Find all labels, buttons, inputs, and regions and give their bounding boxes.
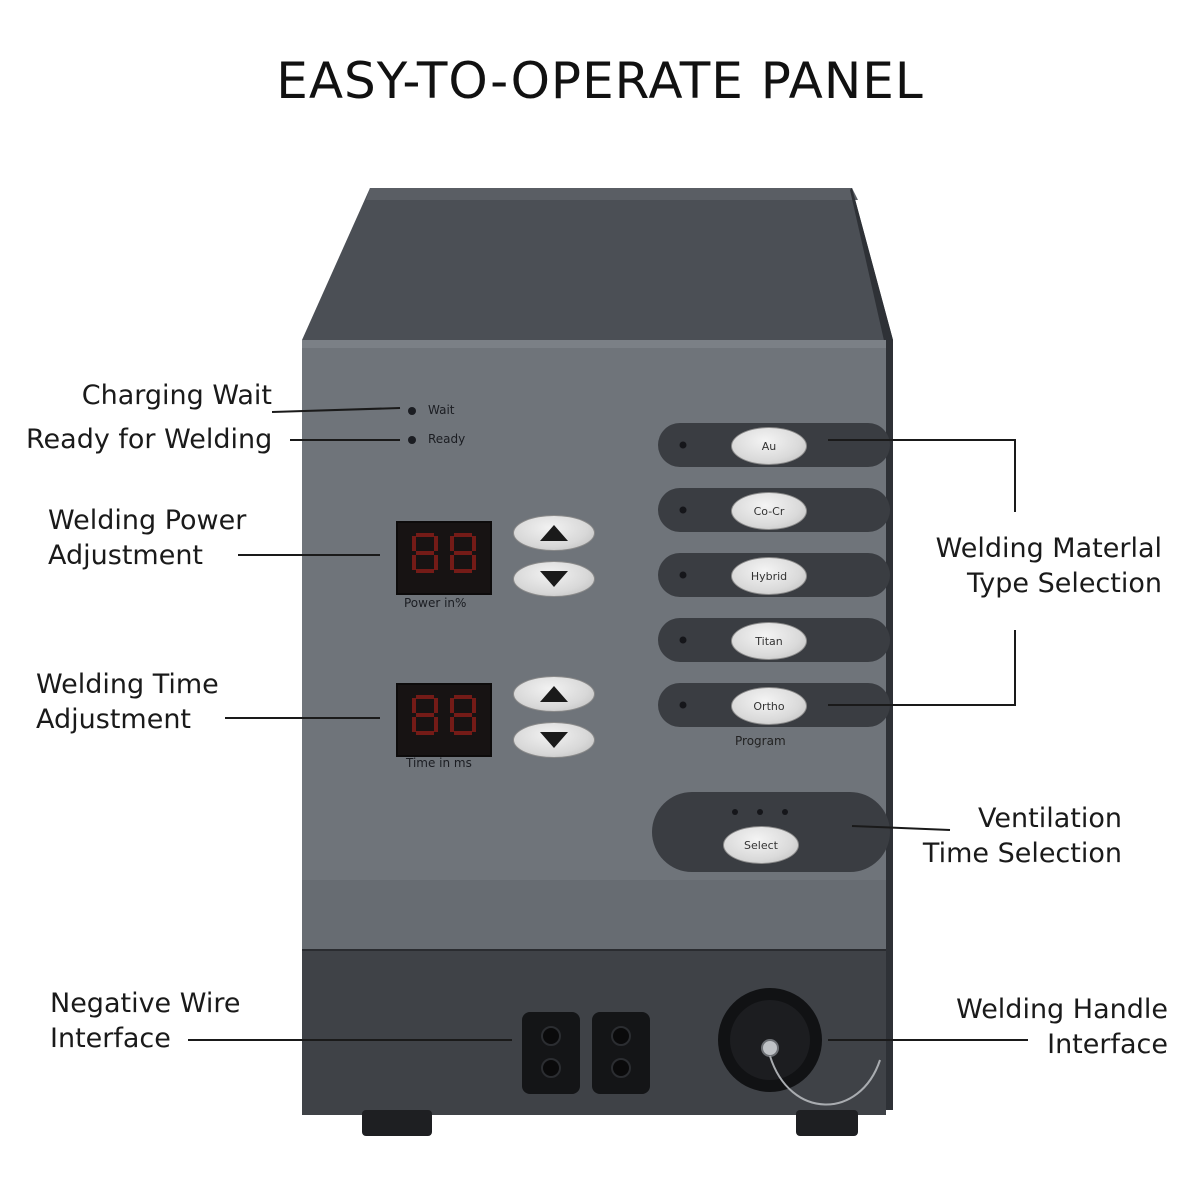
program-label: Program (735, 734, 786, 748)
triangle-up-icon (540, 525, 568, 541)
callout-material-line2: Type Selection (966, 568, 1162, 599)
time-up-button[interactable] (513, 676, 595, 712)
callout-ventilation-line2: Time Selection (922, 838, 1122, 869)
callout-material-line1: Welding Materlal (935, 533, 1162, 564)
power-display (396, 521, 492, 595)
callout-time-line1: Welding Time (36, 669, 219, 700)
callout-power-line2: Adjustment (48, 540, 204, 571)
callout-handle-line2: Interface (1047, 1029, 1168, 1060)
cabinet-side (850, 188, 893, 1110)
callout-time-adjustment: Welding Time Adjustment (36, 667, 219, 737)
handle-connector (718, 988, 881, 1106)
callout-ventilation-line1: Ventilation (978, 803, 1122, 834)
callout-negative-line2: Interface (50, 1023, 171, 1054)
negative-socket-2 (592, 1012, 650, 1094)
callout-ready-for-welding: Ready for Welding (26, 424, 273, 455)
callout-time-line2: Adjustment (36, 704, 192, 735)
material-hybrid-button[interactable]: Hybrid (731, 557, 807, 595)
material-co-cr-button[interactable]: Co-Cr (731, 492, 807, 530)
callout-power-adjustment: Welding Power Adjustment (48, 503, 246, 573)
callout-welding-handle: Welding Handle Interface (920, 992, 1168, 1062)
callout-negative-line1: Negative Wire (50, 988, 241, 1019)
material-ortho-button[interactable]: Ortho (731, 687, 807, 725)
triangle-up-icon (540, 686, 568, 702)
foot-right (796, 1110, 858, 1136)
material-titan-button[interactable]: Titan (731, 622, 807, 660)
callout-handle-line1: Welding Handle (956, 994, 1168, 1025)
cabinet-top (302, 188, 893, 340)
power-up-button[interactable] (513, 515, 595, 551)
callout-negative-wire: Negative Wire Interface (50, 986, 240, 1056)
material-au-button[interactable]: Au (731, 427, 807, 465)
negative-socket-1 (522, 1012, 580, 1094)
leader-lines (188, 407, 1028, 1041)
material-leds (679, 441, 788, 815)
callout-charging-wait: Charging Wait (81, 380, 272, 411)
select-button[interactable]: Select (723, 826, 799, 864)
ready-label: Ready (428, 432, 466, 446)
time-unit-label: Time in ms (406, 756, 472, 770)
time-digit-2 (450, 695, 476, 735)
foot-left (362, 1110, 432, 1136)
power-down-button[interactable] (513, 561, 595, 597)
power-unit-label: Power in% (404, 596, 467, 610)
callout-power-line1: Welding Power (48, 505, 247, 536)
wait-led (408, 407, 416, 415)
time-digit-1 (412, 695, 438, 735)
triangle-down-icon (540, 732, 568, 748)
power-digit-2 (450, 533, 476, 573)
callout-material-selection: Welding Materlal Type Selection (890, 531, 1162, 601)
ready-led (408, 436, 416, 444)
triangle-down-icon (540, 571, 568, 587)
page-title: EASY-TO-OPERATE PANEL (276, 52, 924, 110)
time-display (396, 683, 492, 757)
callout-ventilation: Ventilation Time Selection (900, 801, 1122, 871)
wait-label: Wait (428, 403, 455, 417)
power-digit-1 (412, 533, 438, 573)
time-down-button[interactable] (513, 722, 595, 758)
